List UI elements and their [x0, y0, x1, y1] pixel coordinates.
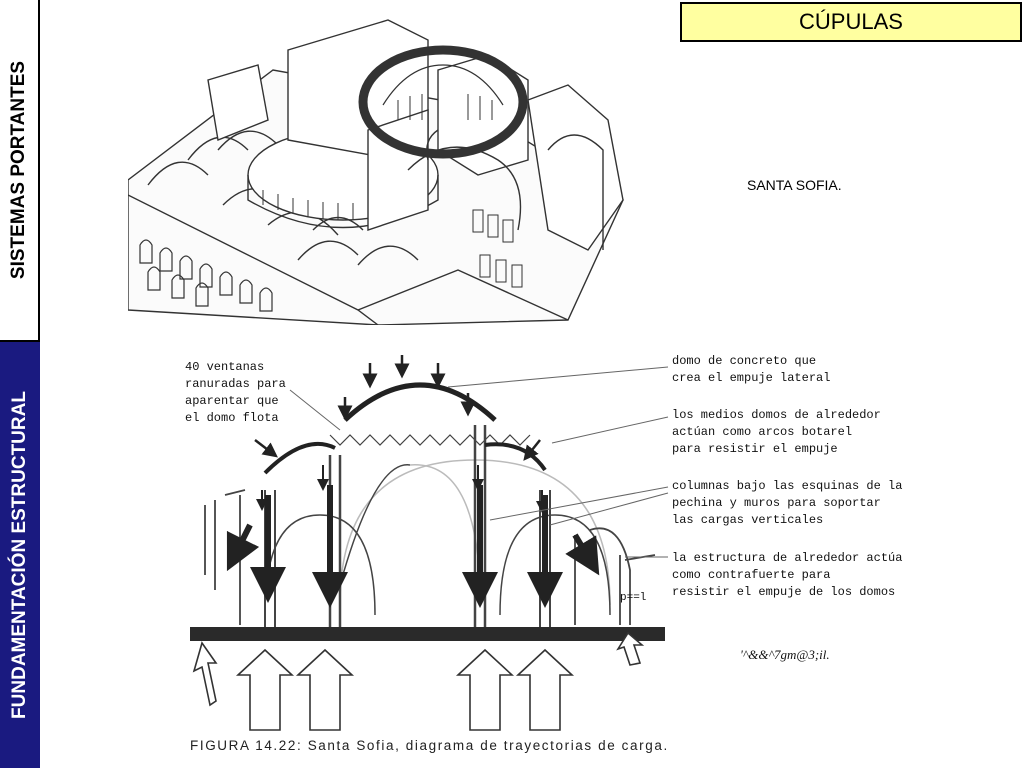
label-structure: la estructura de alrededor actúa como co…: [672, 551, 903, 599]
sidebar-bottom-panel: FUNDAMENTACIÓN ESTRUCTURAL: [0, 342, 40, 768]
label-dome: domo de concreto que crea el empuje late…: [672, 354, 831, 385]
load-path-diagram: [190, 355, 669, 731]
small-mark: p==l: [620, 592, 647, 604]
santa-sofia-drawing: [128, 19, 624, 325]
label-half-domes: los medios domos de alrededor actúan com…: [672, 408, 881, 456]
figure-caption: FIGURA 14.22: Santa Sofia, diagrama de t…: [190, 738, 669, 753]
sidebar-bottom-label: FUNDAMENTACIÓN ESTRUCTURAL: [9, 391, 30, 719]
sidebar-top-panel: SISTEMAS PORTANTES: [0, 0, 40, 342]
slide-title: CÚPULAS: [680, 2, 1022, 42]
scribble-text: '^&&^7gm@3;il.: [740, 647, 830, 662]
image-caption: SANTA SOFIA.: [747, 177, 842, 193]
label-windows: 40 ventanas ranuradas para aparentar que…: [185, 360, 286, 425]
sidebar-top-label: SISTEMAS PORTANTES: [8, 60, 29, 280]
label-columns: columnas bajo las esquinas de la pechina…: [672, 479, 903, 527]
